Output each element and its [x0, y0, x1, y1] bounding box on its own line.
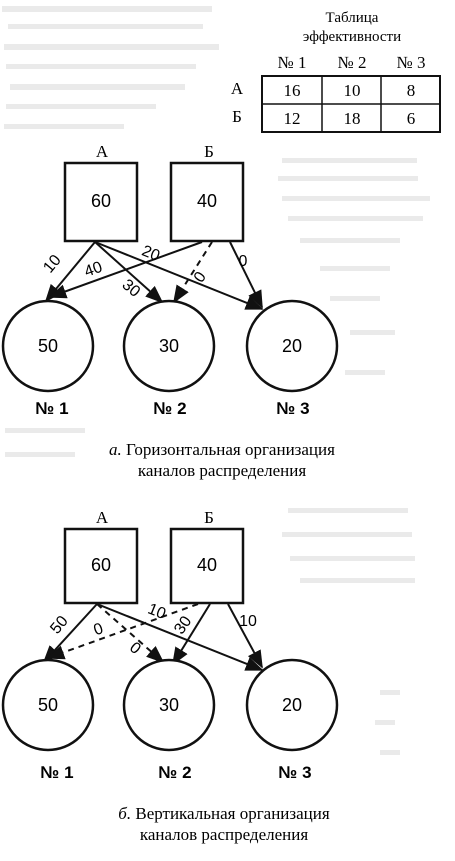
supplier-capacity: 40	[197, 555, 217, 575]
customer-node-2	[122, 658, 216, 752]
flow-arrow-b-1	[46, 603, 199, 660]
flow-label: 0	[126, 639, 144, 658]
customer-node-3	[245, 658, 339, 752]
customer-label: № 2	[153, 399, 186, 418]
diagram-horizontal: А Б 60 40 10 30 20 40 0 0 50 30 20 № 1 №…	[1, 142, 339, 480]
customer-demand: 30	[159, 695, 179, 715]
supplier-label: Б	[204, 508, 214, 527]
supplier-capacity: 40	[197, 191, 217, 211]
flow-arrow-b-3	[229, 241, 263, 309]
flow-label: 40	[82, 259, 105, 281]
customer-node-1	[1, 658, 95, 752]
caption-line1: б. Вертикальная организация	[118, 804, 330, 823]
supplier-label: А	[96, 508, 109, 527]
table-cell: 6	[407, 109, 416, 128]
caption-letter: б.	[118, 804, 131, 823]
table-col-header: № 2	[338, 53, 367, 72]
customer-demand: 20	[282, 695, 302, 715]
table-title-line2: эффективности	[303, 29, 401, 45]
flow-arrow-b-2	[173, 241, 213, 304]
diagram-vertical: А Б 60 40 50 0 10 0 30 10 50 30 20 № 1 №…	[1, 508, 339, 844]
table-row-label: Б	[232, 107, 242, 126]
table-row-label: А	[231, 79, 244, 98]
customer-node-3	[245, 299, 339, 393]
customer-label: № 2	[158, 763, 191, 782]
flow-arrow-a-3	[96, 603, 264, 671]
table-cell: 12	[284, 109, 301, 128]
customer-label: № 3	[276, 399, 309, 418]
supplier-box-b	[169, 161, 245, 243]
caption-line2: каналов распределения	[140, 825, 309, 844]
supplier-box-a	[63, 527, 139, 605]
flow-arrow-a-2	[96, 603, 165, 664]
customer-demand: 20	[282, 336, 302, 356]
table-col-header: № 1	[278, 53, 307, 72]
caption-text: Вертикальная организация	[135, 804, 330, 823]
caption-line2: каналов распределения	[138, 461, 307, 480]
table-cell: 10	[344, 81, 361, 100]
table-col-header: № 3	[397, 53, 426, 72]
customer-demand: 30	[159, 336, 179, 356]
flow-arrow-b-1	[48, 241, 203, 299]
supplier-label: А	[96, 142, 109, 161]
flow-label: 10	[145, 601, 168, 623]
caption-line1: а. Горизонтальная организация	[109, 440, 335, 459]
supplier-capacity: 60	[91, 191, 111, 211]
supplier-box-b	[169, 527, 245, 605]
flow-label: 30	[119, 276, 144, 301]
supplier-box-a	[63, 161, 139, 243]
caption-letter: а.	[109, 440, 122, 459]
customer-demand: 50	[38, 695, 58, 715]
flow-label: 50	[47, 613, 72, 638]
customer-label: № 3	[278, 763, 311, 782]
scan-noise	[2, 6, 430, 755]
customer-node-1	[1, 299, 95, 393]
supplier-label: Б	[204, 142, 214, 161]
effectiveness-table: Таблица эффективности № 1 № 2 № 3 А Б 16…	[231, 10, 441, 133]
flow-label: 20	[139, 243, 162, 265]
flow-label: 0	[191, 269, 210, 286]
supplier-capacity: 60	[91, 555, 111, 575]
flow-arrow-a-2	[94, 241, 164, 304]
caption-text: Горизонтальная организация	[126, 440, 335, 459]
customer-label: № 1	[35, 399, 68, 418]
flow-label: 0	[91, 620, 105, 639]
table-cell: 8	[407, 81, 416, 100]
flow-label: 0	[239, 253, 248, 270]
flow-arrow-a-1	[42, 603, 98, 664]
table-cell: 16	[284, 81, 301, 100]
flow-arrow-b-2	[172, 603, 211, 666]
customer-demand: 50	[38, 336, 58, 356]
flow-arrow-b-3	[227, 603, 263, 669]
flow-label: 10	[239, 613, 257, 630]
flow-arrow-a-3	[94, 241, 264, 310]
table-cell: 18	[344, 109, 361, 128]
customer-node-2	[122, 299, 216, 393]
customer-label: № 1	[40, 763, 73, 782]
table-title-line1: Таблица	[326, 10, 379, 26]
flow-label: 10	[40, 252, 65, 277]
